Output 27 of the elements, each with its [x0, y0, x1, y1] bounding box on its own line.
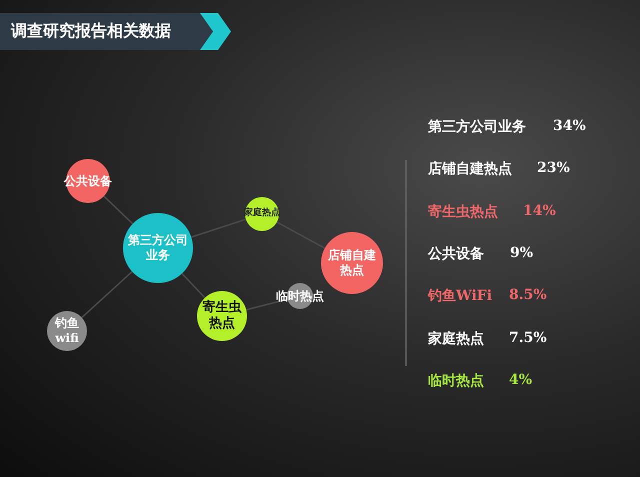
percentage: 9%: [510, 244, 534, 261]
bubble-label: 临时热点: [275, 288, 325, 304]
category-name: 钓鱼WiFi: [428, 287, 492, 306]
connector-line: [181, 272, 206, 298]
category-name: 家庭热点: [428, 330, 484, 348]
category-name: 临时热点: [428, 372, 484, 390]
connector-line: [276, 221, 326, 249]
bubble: [197, 291, 247, 341]
percentage: 23%: [537, 160, 570, 176]
category-name: 店铺自建热点: [428, 160, 512, 178]
bubble-label: 第三方公司业务: [127, 233, 189, 263]
percentage: 7.5%: [509, 330, 547, 346]
title: 调查研究报告相关数据: [11, 21, 171, 42]
percentage: 4%: [509, 372, 532, 388]
bubble-label: 店铺自建热点: [327, 248, 377, 278]
connector-line: [103, 196, 134, 224]
category-name: 公共设备: [428, 244, 484, 263]
category-name: 第三方公司业务: [428, 118, 526, 136]
connector-line: [191, 218, 246, 238]
percentage: 8.5%: [509, 287, 547, 304]
percentage: 34%: [553, 118, 586, 134]
bubble: [47, 311, 87, 351]
category-name: 寄生虫热点: [428, 202, 498, 221]
percentage: 14%: [523, 202, 556, 219]
connector-line: [81, 271, 133, 318]
bubble-label: 钓鱼wifi: [54, 316, 80, 346]
bubble-label: 寄生虫热点: [202, 300, 243, 332]
